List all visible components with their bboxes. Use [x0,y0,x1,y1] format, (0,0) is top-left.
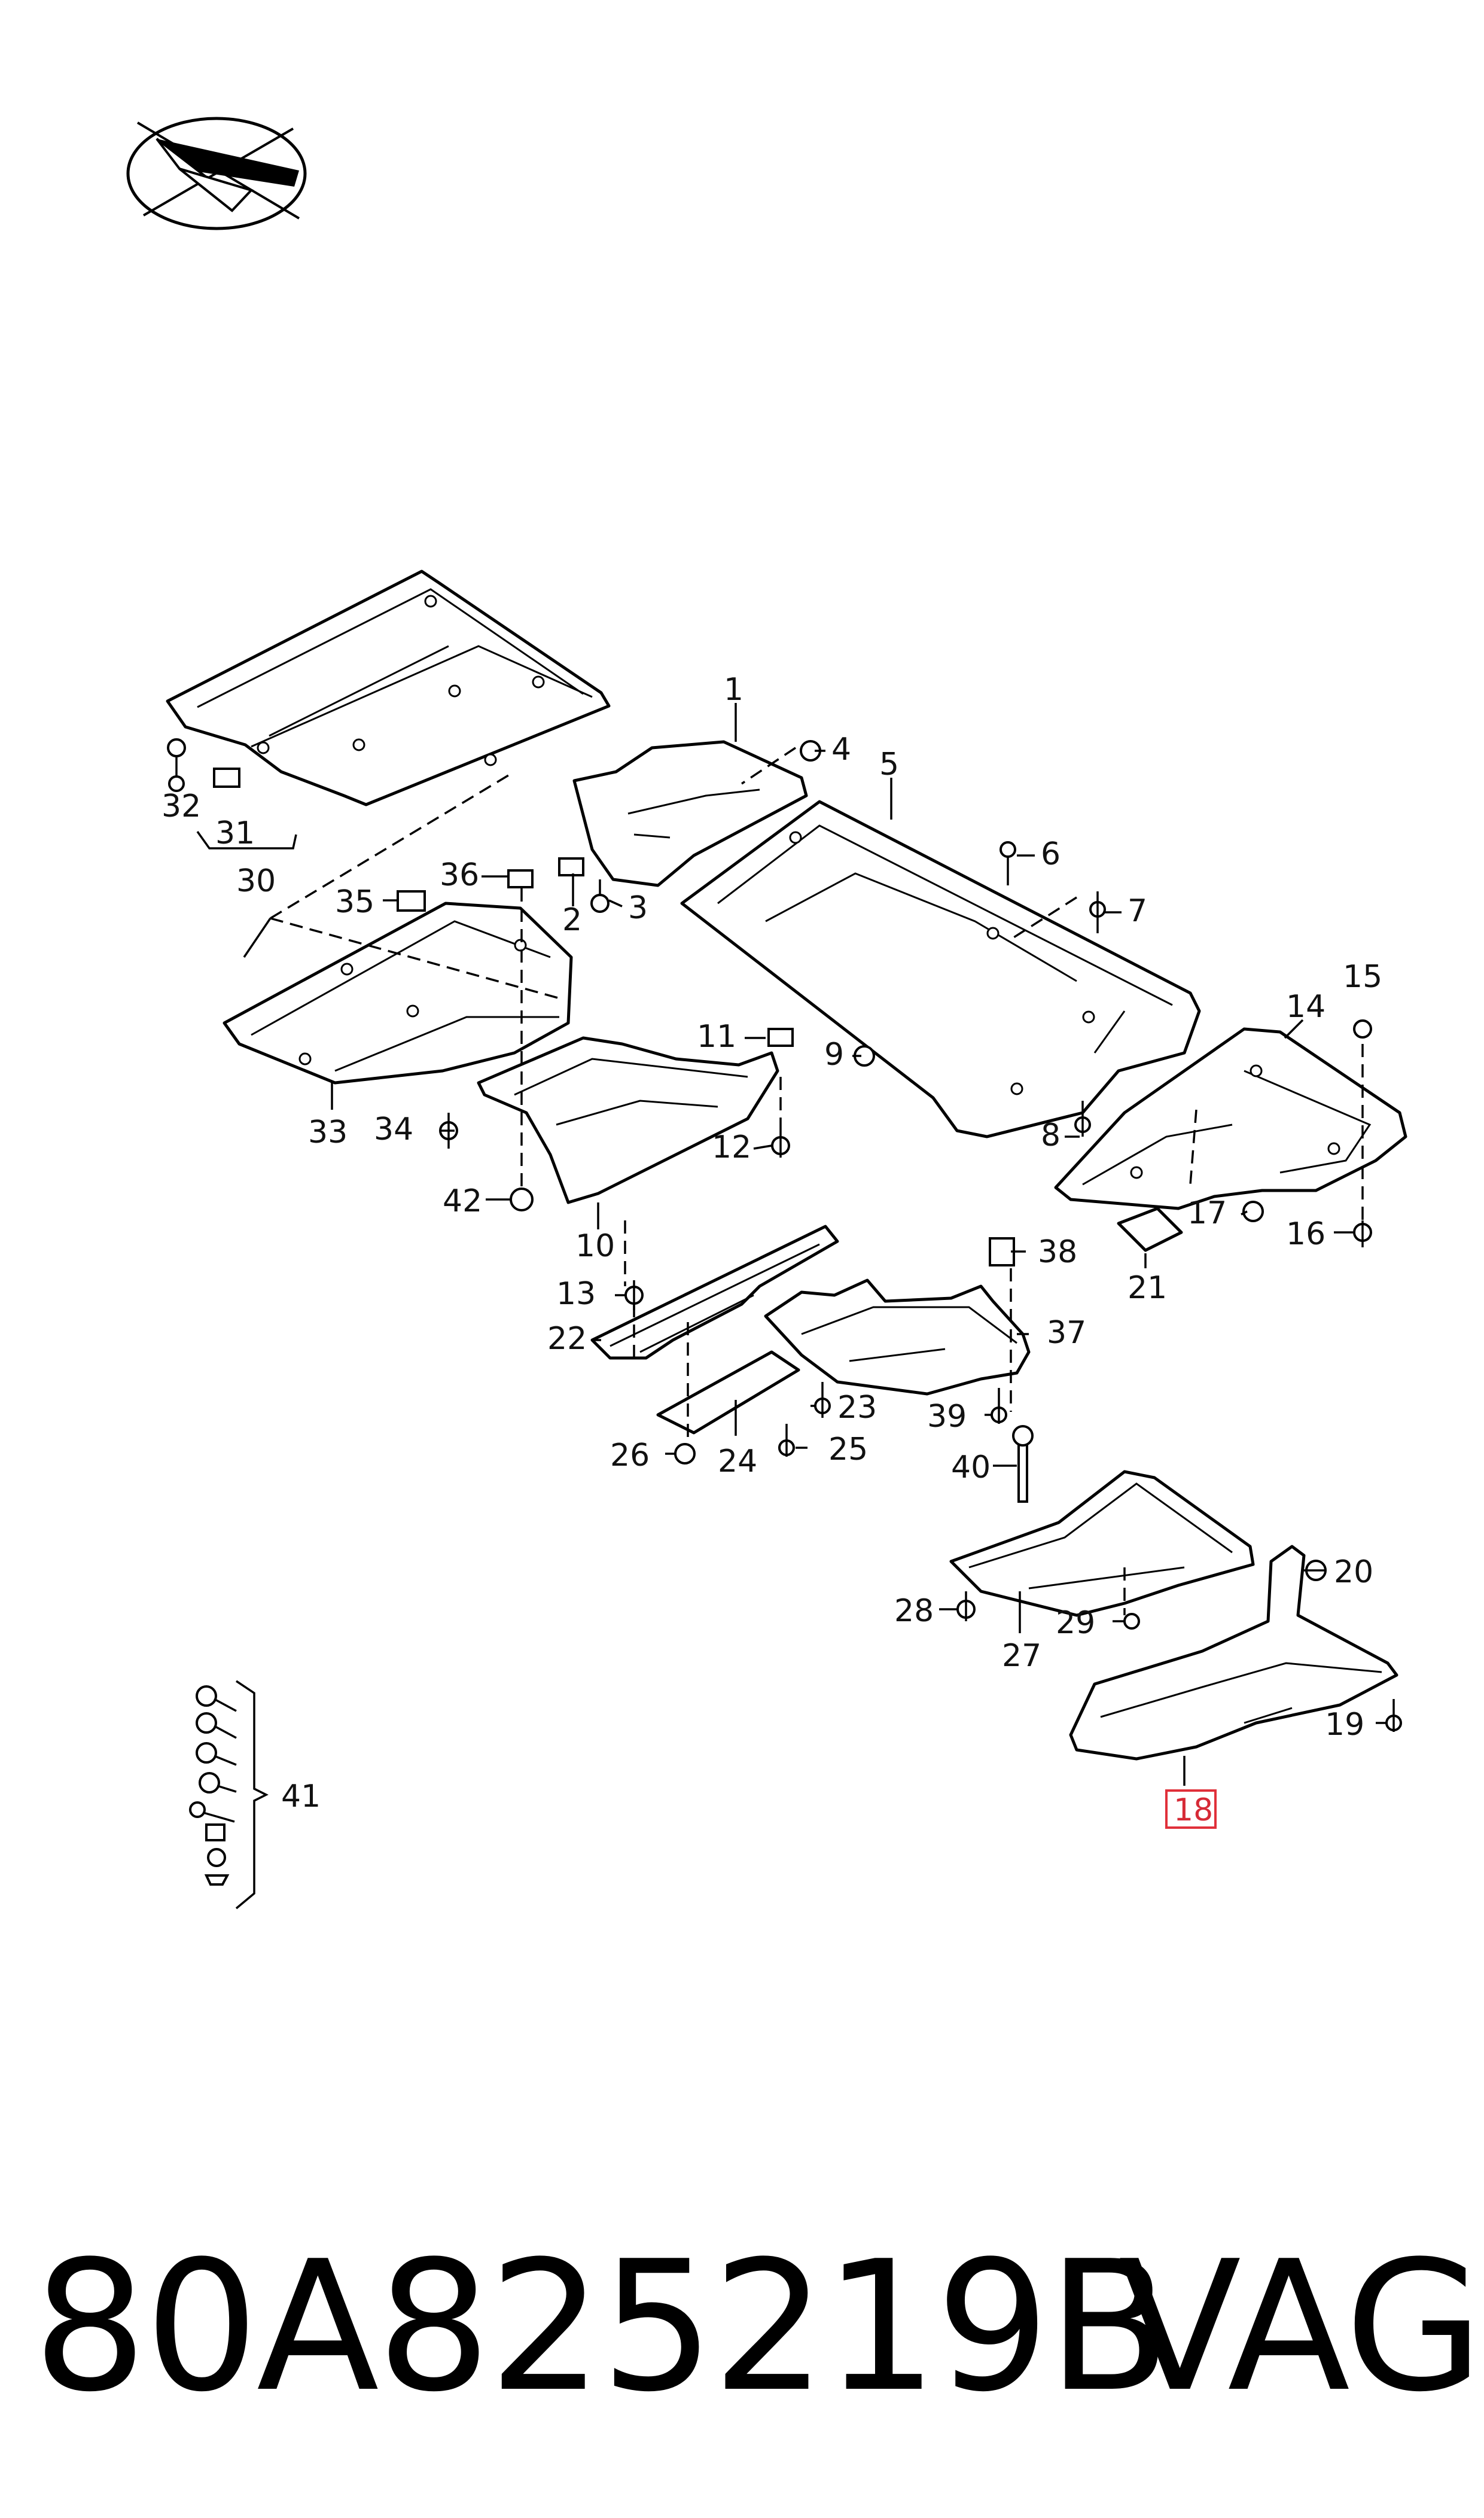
callout-9: 9 [824,1037,844,1073]
callout-34: 34 [374,1112,413,1147]
part-21-patch [1117,1207,1183,1252]
fastener-28 [956,1591,976,1621]
callout-35: 35 [335,884,374,920]
fastener-7 [1089,891,1106,933]
part-22-crossmember-shield [590,1225,839,1360]
callout-39: 39 [927,1399,967,1435]
assembly-lines [270,747,1364,1615]
callout-23: 23 [837,1390,877,1426]
callout-38: 38 [1038,1234,1077,1270]
part-33-front-underbody-panel [223,902,573,1085]
part-27-rear-shield [949,1470,1255,1617]
fastener-39 [991,1388,1007,1424]
callout-1: 1 [724,672,743,708]
fastener-2 [558,857,584,876]
callout-29: 29 [1056,1605,1095,1641]
fastener-3 [590,879,610,913]
fastener-kit-41 [189,1680,269,1910]
fastener-35 [397,890,426,912]
callout-3: 3 [628,890,648,926]
fasteners [167,738,1402,1732]
callout-18: 18 [1174,1792,1213,1828]
callout-19: 19 [1325,1707,1364,1743]
fastener-38 [989,1237,1015,1266]
callout-20: 20 [1334,1554,1373,1590]
callout-42: 42 [443,1183,482,1219]
fastener-6 [1000,841,1016,885]
callout-15: 15 [1343,959,1382,995]
fastener-13 [624,1280,644,1310]
fastener-31 [213,768,240,788]
vehicle-orientation-icon [126,117,307,230]
part-30-rear-underbody-panel [166,570,611,806]
callout-37: 37 [1047,1315,1086,1351]
callout-6: 6 [1041,836,1061,872]
fastener-19 [1385,1699,1402,1732]
callout-27: 27 [1002,1638,1041,1674]
callout-31: 31 [215,815,255,851]
highlight-box-18 [1165,1789,1217,1829]
part-18-underbody-shield [1069,1545,1398,1761]
callout-41: 41 [281,1779,321,1814]
callout-labels: 1 2 3 4 5 6 7 8 9 10 11 12 13 14 15 16 1… [161,672,1382,1829]
fastener-8 [1074,1101,1091,1137]
fastener-40 [1012,1425,1034,1503]
fastener-29 [1123,1613,1140,1630]
callout-32: 32 [161,788,201,824]
part-37-tunnel-shield [764,1278,1031,1396]
fastener-15 [1353,1019,1372,1039]
callout-2: 2 [562,902,582,938]
callout-10: 10 [575,1228,615,1264]
part-5-center-underbody-panel [680,800,1201,1138]
callout-25: 25 [828,1432,868,1467]
fastener-16 [1353,1220,1372,1247]
callout-33: 33 [308,1115,348,1150]
callout-16: 16 [1286,1216,1325,1252]
fastener-42 [510,1188,534,1211]
callout-7: 7 [1128,893,1147,929]
callout-8: 8 [1041,1118,1061,1153]
exploded-parts-diagram: 1 2 3 4 5 6 7 8 9 10 11 12 13 14 15 16 1… [126,117,1407,1910]
callout-24: 24 [718,1444,757,1479]
fastener-25 [778,1424,795,1457]
brand-label: VAG [1119,2222,1483,2431]
callout-21: 21 [1128,1270,1167,1306]
fastener-17 [1242,1201,1264,1222]
bracket-30 [196,830,297,850]
callout-11: 11 [697,1019,736,1055]
callout-22: 22 [547,1321,587,1357]
callout-14: 14 [1286,989,1325,1025]
callout-40: 40 [951,1450,991,1485]
fastener-23 [814,1382,831,1418]
part-24-heat-plate [656,1350,800,1435]
callout-36: 36 [440,857,479,893]
callout-12: 12 [712,1129,751,1165]
fastener-32 [167,738,186,792]
callout-28: 28 [894,1593,934,1629]
fastener-11 [767,1028,794,1047]
callout-13: 13 [556,1276,596,1312]
part-1-engine-shield [572,740,808,887]
callout-4: 4 [831,732,851,768]
callout-30: 30 [236,863,276,899]
part-10-side-shield [477,1036,779,1204]
fastener-36 [507,869,534,888]
leader-lines [243,703,1387,1786]
callout-17: 17 [1187,1195,1227,1231]
callout-26: 26 [610,1438,650,1473]
callout-5: 5 [879,747,899,783]
part-14-right-underbody-panel [1054,1027,1407,1210]
fastener-26 [674,1443,696,1464]
part-number: 80A825219B [33,2222,1171,2431]
fastener-12 [771,1119,790,1158]
